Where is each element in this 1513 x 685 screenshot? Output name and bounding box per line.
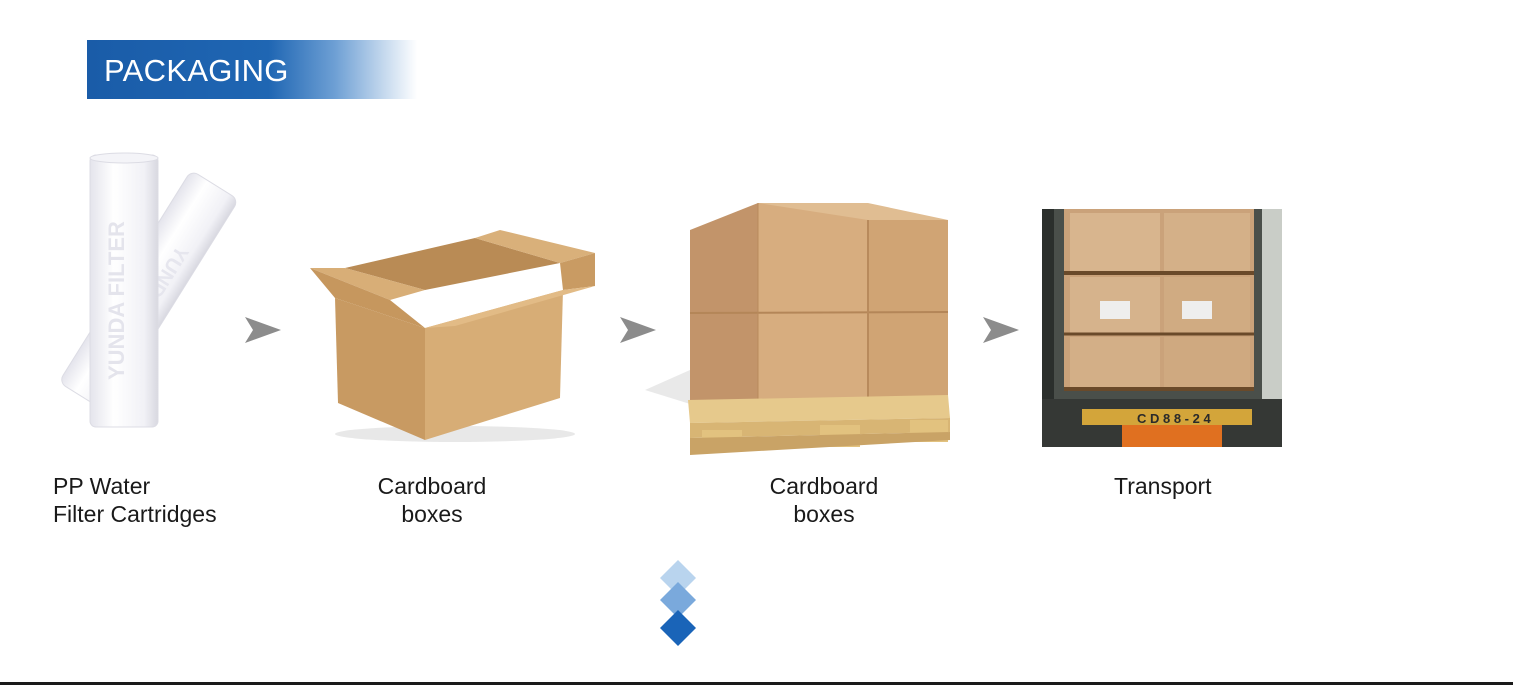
caption-line: Filter Cartridges: [53, 500, 217, 528]
step-caption: Cardboard boxes: [370, 472, 494, 528]
open-cardboard-box-image: [305, 228, 597, 448]
arrow-right-icon: [245, 315, 281, 345]
section-header: PACKAGING: [87, 40, 417, 99]
section-title: PACKAGING: [104, 53, 289, 89]
caption-line: Cardboard: [762, 472, 886, 500]
step-caption: Cardboard boxes: [762, 472, 886, 528]
caption-line: PP Water: [53, 472, 217, 500]
palletized-boxes-image: [640, 200, 955, 460]
diamond-stack-icon: [656, 560, 700, 650]
svg-text:C D 8 8 - 2 4: C D 8 8 - 2 4: [1137, 411, 1211, 426]
step-caption: Transport: [1114, 472, 1212, 500]
caption-line: Cardboard: [370, 472, 494, 500]
arrow-right-icon: [983, 315, 1019, 345]
filter-cartridges-image: YUNDA FILTER YUNDA FILTER: [60, 150, 270, 435]
caption-line: Transport: [1114, 472, 1212, 500]
caption-line: boxes: [370, 500, 494, 528]
step-caption: PP Water Filter Cartridges: [53, 472, 217, 528]
caption-line: boxes: [762, 500, 886, 528]
svg-text:YUNDA FILTER: YUNDA FILTER: [104, 221, 129, 380]
truck-loaded-photo: C D 8 8 - 2 4: [1042, 209, 1282, 447]
